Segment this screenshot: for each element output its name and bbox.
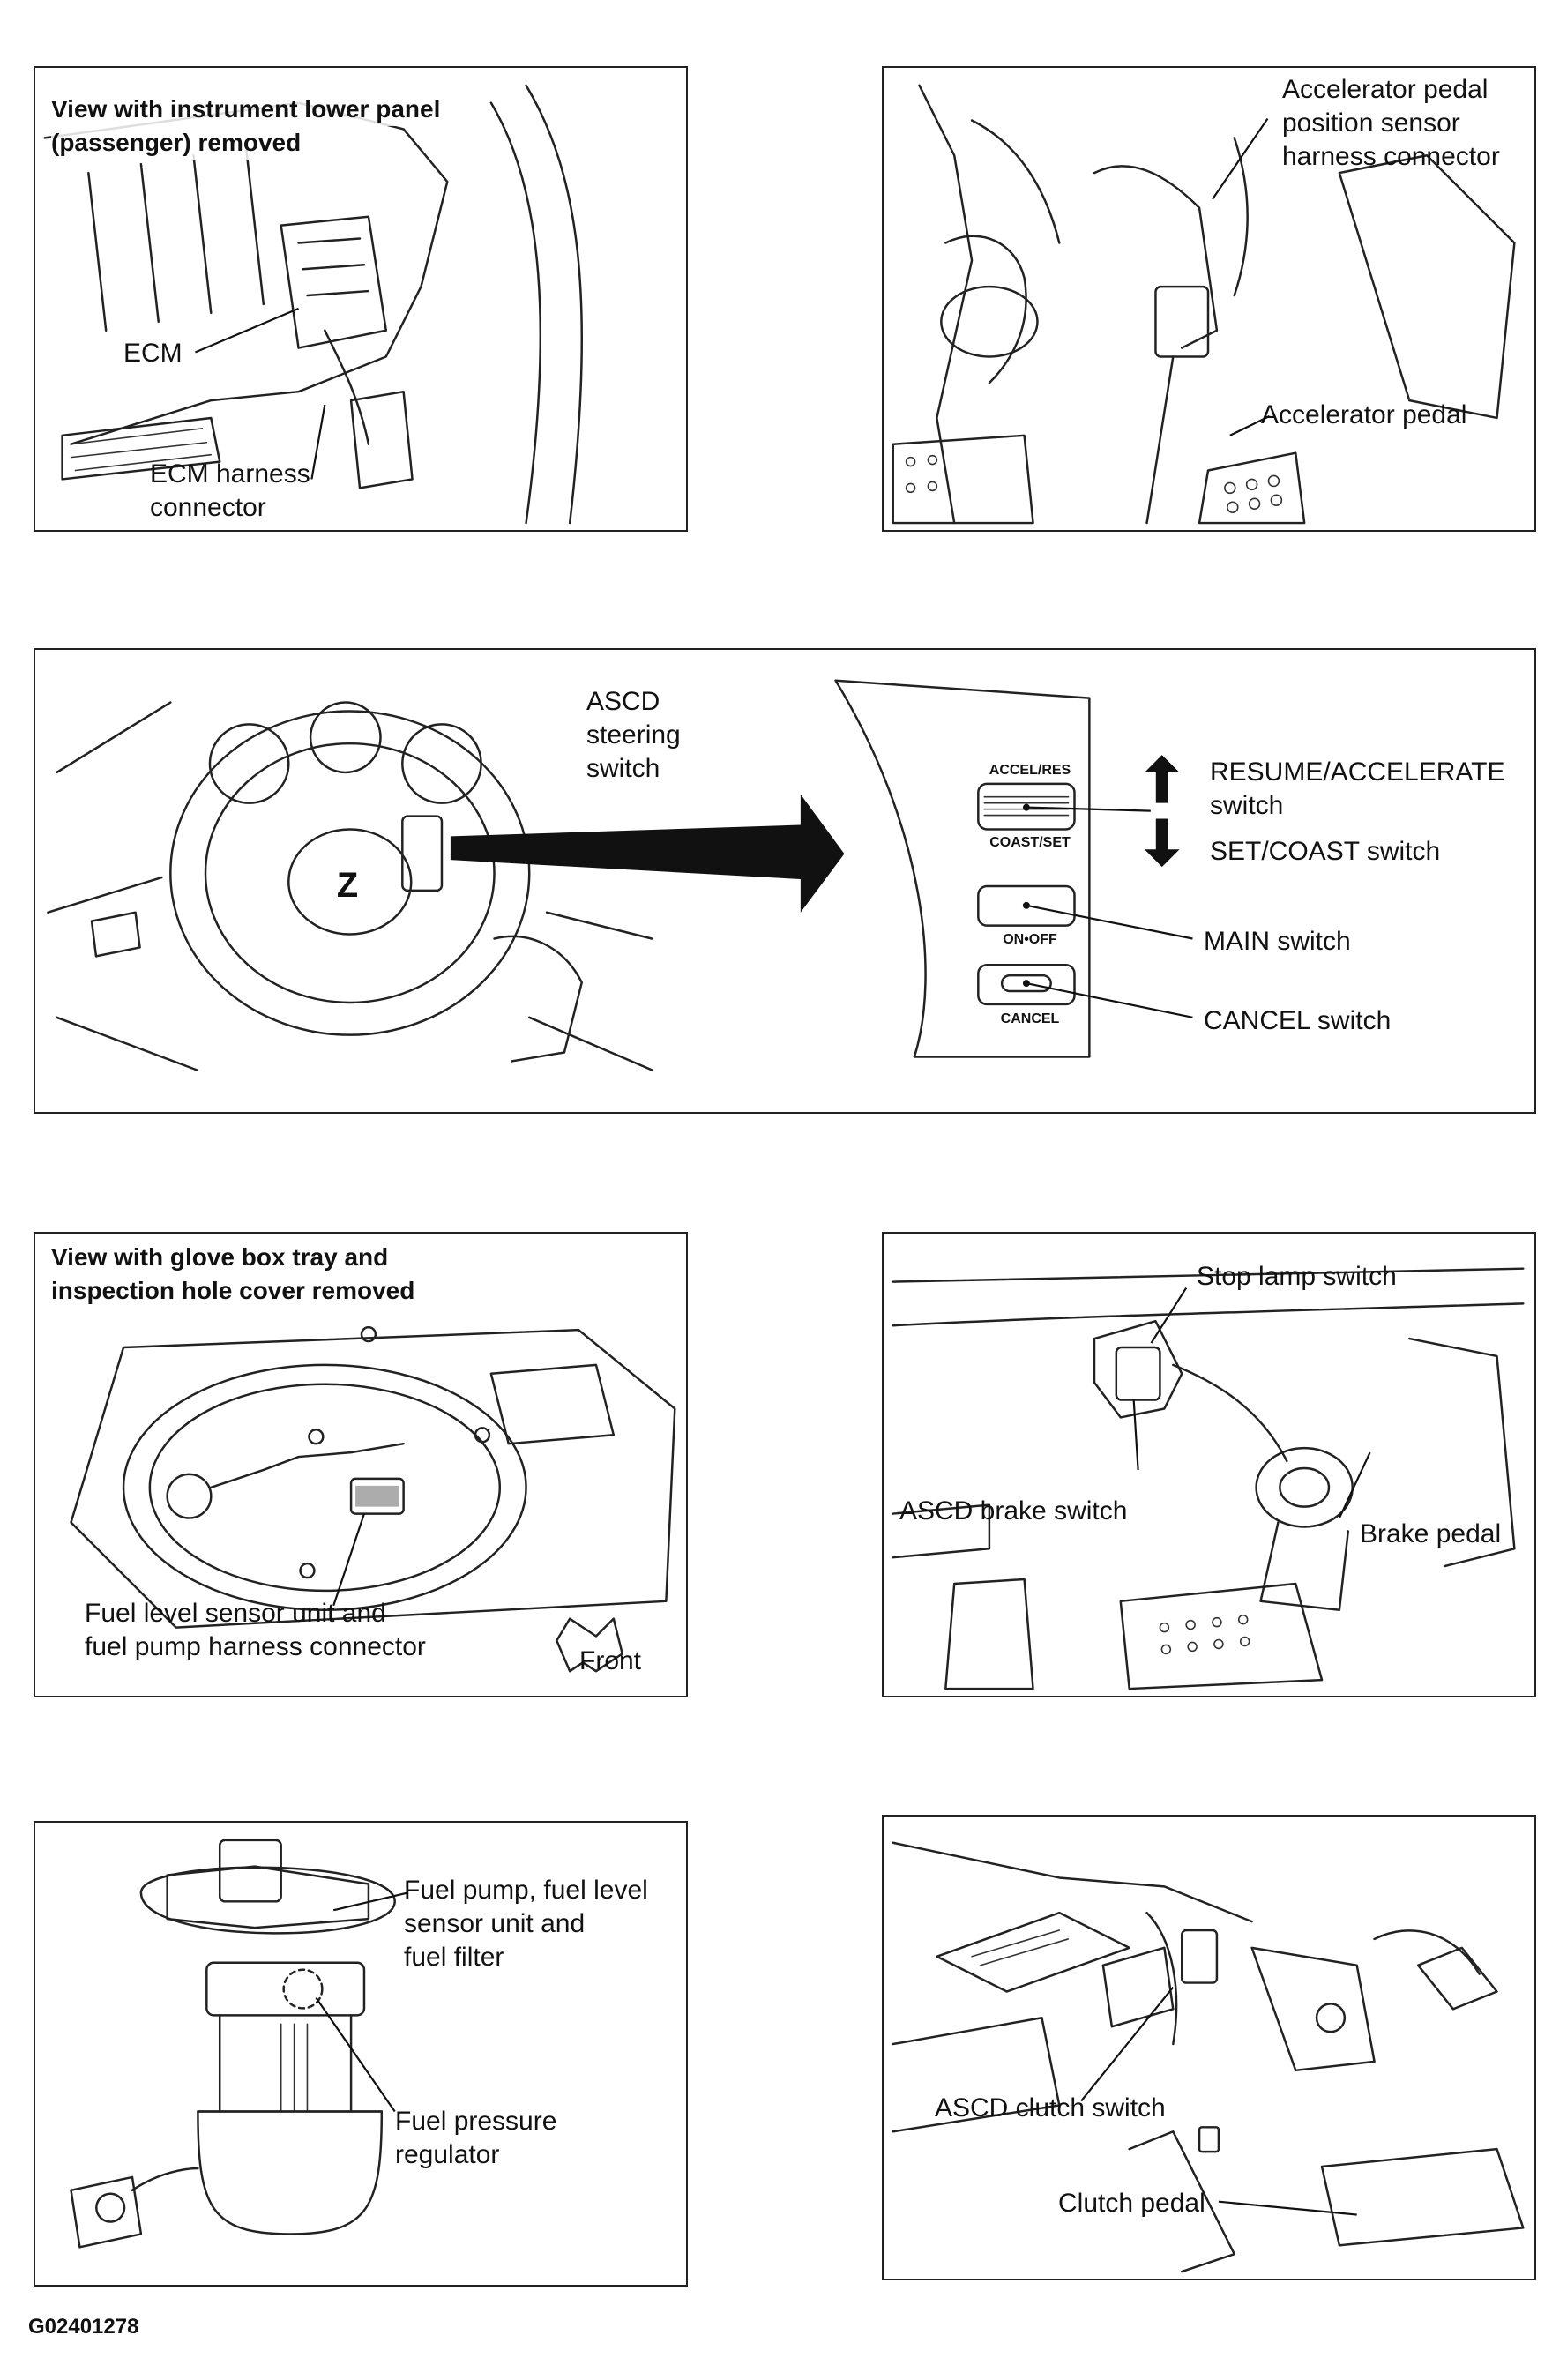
fuel-pump-assembly-label-line2: sensor unit and (404, 1909, 586, 1938)
ascd-clutch-switch-label: ASCD clutch switch (935, 2093, 1166, 2123)
accelerator-pedal-label: Accelerator pedal (1261, 400, 1467, 429)
accelerator-sensor-label-line1: Accelerator pedal (1282, 75, 1489, 104)
ecm-harness-label-line2: connector (150, 493, 266, 522)
ecm-harness-label-line1: ECM harness (150, 459, 310, 489)
on-off-button-label: ON•OFF (1003, 932, 1057, 947)
fuel-pump-assembly-label-line1: Fuel pump, fuel level (404, 1876, 648, 1905)
clutch-illustration (892, 1841, 1525, 2273)
set-coast-switch-label: SET/COAST switch (1210, 837, 1441, 866)
front-direction-label: Front (579, 1646, 642, 1675)
panel-accelerator-pedal: Accelerator pedal position sensor harnes… (882, 66, 1536, 532)
ascd-steering-label-line1: ASCD (586, 687, 660, 716)
ascd-steering-label-line3: switch (586, 754, 660, 783)
stop-lamp-switch-label: Stop lamp switch (1197, 1262, 1397, 1291)
resume-accelerate-switch-label-line2: switch (1210, 791, 1284, 820)
clutch-pedal-label: Clutch pedal (1058, 2189, 1205, 2218)
brake-illustration (892, 1267, 1525, 1690)
ecm-view-title-line1: View with instrument lower panel (51, 93, 441, 126)
coast-set-button-label: COAST/SET (989, 835, 1071, 850)
fuel-pressure-regulator-label-line2: regulator (395, 2140, 500, 2169)
accel-res-button-label: ACCEL/RES (989, 763, 1071, 778)
panel-ecm-location: View with instrument lower panel (passen… (34, 66, 688, 532)
ascd-brake-switch-label: ASCD brake switch (899, 1496, 1128, 1526)
ascd-steering-label-line2: steering (586, 720, 681, 750)
ecm-label: ECM (123, 339, 183, 368)
accelerator-sensor-label-line2: position sensor (1282, 108, 1460, 138)
brake-pedal-label: Brake pedal (1360, 1519, 1502, 1548)
fuel-pump-assembly-label-line3: fuel filter (404, 1943, 504, 1972)
fuel-pump-illustration (70, 1839, 408, 2249)
cancel-switch-label: CANCEL switch (1204, 1006, 1392, 1035)
fuel-level-connector-label-line1: Fuel level sensor unit and (85, 1599, 386, 1628)
accelerator-sensor-label-line3: harness connector (1282, 142, 1500, 171)
resume-accelerate-switch-label-line1: RESUME/ACCELERATE (1210, 757, 1505, 787)
fuel-level-view-title-line1: View with glove box tray and (51, 1241, 389, 1274)
fuel-pressure-regulator-label-line1: Fuel pressure (395, 2107, 557, 2136)
svg-text:Z: Z (337, 866, 358, 905)
cancel-button-label: CANCEL (1000, 1011, 1060, 1026)
fuel-level-connector-label-line2: fuel pump harness connector (85, 1632, 426, 1661)
figure-code: G02401278 (28, 2315, 139, 2339)
panel-fuel-level-sensor-connector: View with glove box tray and inspection … (34, 1232, 688, 1697)
ecm-illustration (43, 84, 584, 525)
accelerator-illustration (892, 84, 1516, 525)
ecm-view-title-line2: (passenger) removed (51, 126, 302, 160)
fuel-level-illustration (70, 1325, 676, 1673)
fuel-level-view-title-line2: inspection hole cover removed (51, 1274, 415, 1308)
main-switch-label: MAIN switch (1204, 927, 1351, 956)
panel-fuel-pump-assembly: Fuel pump, fuel level sensor unit and fu… (34, 1821, 688, 2287)
panel-brake-switches: Stop lamp switch ASCD brake switch Brake… (882, 1232, 1536, 1697)
panel-ascd-steering-switch: Z ASCD steering switch ACCEL/RES COAST/S… (34, 648, 1536, 1114)
steering-illustration: Z (47, 679, 1193, 1071)
panel-clutch-switch: ASCD clutch switch Clutch pedal (882, 1815, 1536, 2280)
